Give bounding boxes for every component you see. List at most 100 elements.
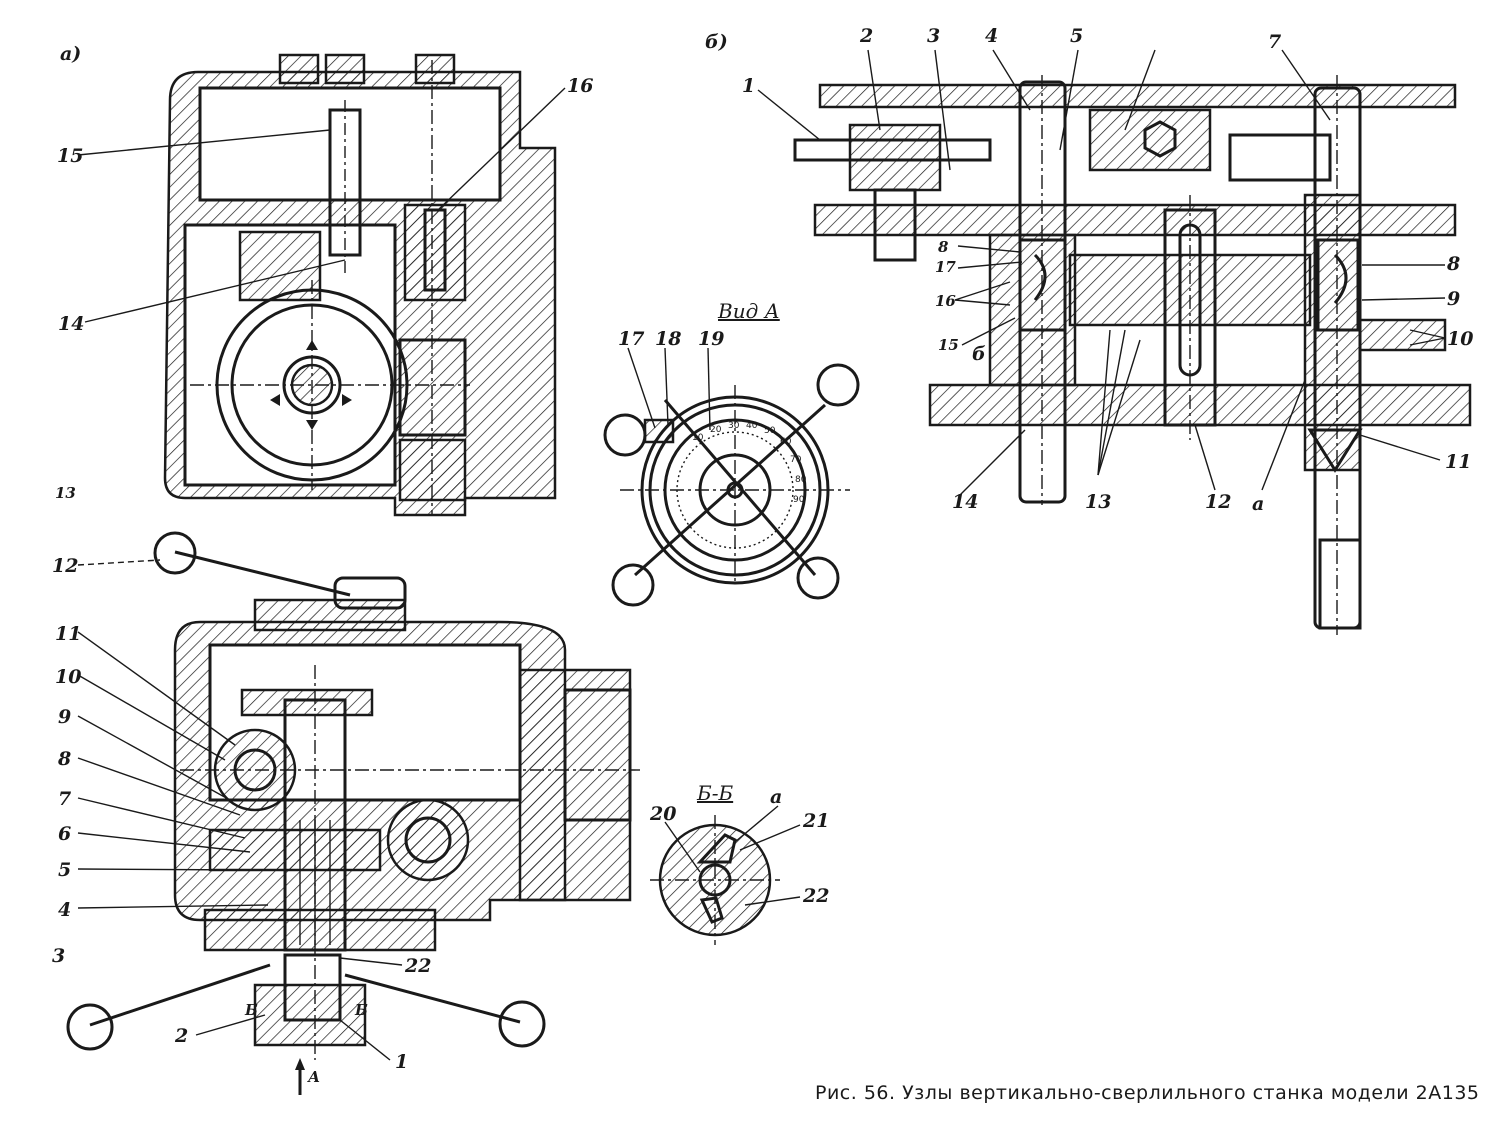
label-b-left: Б [244,1001,258,1019]
leader-12 [77,559,161,566]
label-11: 11 [55,623,81,645]
handle-right-knob [498,1000,546,1048]
label-b-10: 10 [1447,328,1473,350]
view-a-bolt-1 [278,53,320,85]
view-b-sleeve-window [1316,238,1360,332]
label-b-5: 5 [1070,25,1083,47]
label-a-14: 14 [58,313,84,335]
label-b-15: 15 [938,336,959,354]
hub-core [283,953,342,1022]
label-a-15: 15 [57,145,83,167]
label-7: 7 [58,788,71,810]
dial-knob-bottom-left [611,563,655,607]
label-bb-21: 21 [802,810,829,832]
leader-a-16 [437,87,566,211]
label-bb-22: 22 [802,885,829,907]
label-b-1: 1 [742,75,755,97]
label-b-3: 3 [927,25,940,47]
leader-6 [77,832,251,853]
dial-scale-40: 40 [746,421,758,431]
leader-b-17 [957,261,1023,269]
leader-vid-18 [664,347,669,426]
view-b-cone-tip [1307,428,1363,473]
leader-7 [77,797,246,839]
leader-1 [339,1019,391,1061]
leader-2 [195,1014,266,1036]
label-b-8-left: 8 [938,238,949,256]
leader-b-10a [1409,329,1446,339]
handle-3-knob [66,1003,114,1051]
label-b-2: 2 [859,25,873,47]
label-6: 6 [58,823,71,845]
view-arrow-a-head [295,1058,305,1070]
dial-scale-90: 90 [793,495,805,505]
dial-knob-left [603,413,647,457]
leader-22 [339,957,403,966]
dial-scale-30: 30 [728,421,740,431]
section-bb-title: Б-Б [696,781,733,805]
leader-b-2 [867,49,881,131]
label-8: 8 [57,748,71,770]
leader-b-7 [1281,49,1331,121]
leader-vid-17 [627,347,656,429]
dial-scale-10: 10 [692,433,704,443]
label-22: 22 [404,955,431,977]
leader-bb-22 [744,896,801,906]
dial-scale-20: 20 [710,425,722,435]
leader-4 [77,904,269,909]
section-bb-view: Б-Б 20 а 21 22 [649,781,829,945]
leader-5 [77,868,256,871]
lower-flange [203,908,437,952]
label-bb-20: 20 [649,803,676,825]
label-b-12: 12 [1205,491,1231,513]
dial-knob-top-right [816,363,860,407]
view-a-spindle-top [423,208,447,292]
leader-b-4 [992,49,1031,111]
leader-a-14 [84,259,346,323]
label-b-11: 11 [1445,451,1471,473]
label-1: 1 [395,1051,408,1073]
label-3: 3 [52,945,65,967]
section-bb-slot-b [699,896,724,924]
feed-rail-slot [563,688,632,822]
leader-10 [77,674,226,761]
label-arrow-a: А [307,1068,320,1086]
label-5: 5 [58,859,71,881]
label-4: 4 [58,899,71,921]
leader-b-14 [959,429,1026,496]
dial-scale-70: 70 [790,455,802,465]
vid-a-dial-view: Вид А 10 20 30 40 50 60 70 80 90 17 18 1… [603,299,860,607]
leader-b-3 [934,49,951,171]
worm-gear-right-hub [404,816,452,864]
dial-clamp [643,418,675,444]
dial-scale-50: 50 [764,426,776,436]
label-vid-18: 18 [655,328,681,350]
view-b-gear-2 [848,123,942,192]
leader-b-6 [1124,49,1156,131]
view-a-assembly: а) 15 16 14 13 [55,43,593,517]
label-b-14: 14 [952,491,978,513]
view-b-hex-nut [1143,120,1177,158]
leader-8 [77,757,241,816]
leader-b-1 [757,89,821,141]
worm-gear-right [386,798,470,882]
leader-b-8l [957,245,1021,253]
label-2: 2 [174,1025,188,1047]
dial-scale-80: 80 [795,475,807,485]
leader-b-16a [954,281,1011,301]
label-a-13: 13 [55,484,76,502]
feed-top-cover [253,598,407,632]
label-b-7: 7 [1268,31,1281,53]
view-a-bolt-2 [324,53,366,85]
label-10: 10 [55,666,81,688]
leader-bb-a [734,805,779,843]
view-b-pawl-left [1033,253,1047,301]
view-b-lower-plate [928,383,1472,427]
leader-b-16b [954,299,1011,306]
figure-caption: Рис. 56. Узлы вертикально-сверлильного с… [815,1082,1480,1104]
leader-b-15 [961,317,1016,346]
label-b-4: 4 [985,25,998,47]
handle-hub [253,983,367,1047]
view-b-clutch-left [988,233,1077,387]
view-b-assembly: б) [705,25,1473,635]
